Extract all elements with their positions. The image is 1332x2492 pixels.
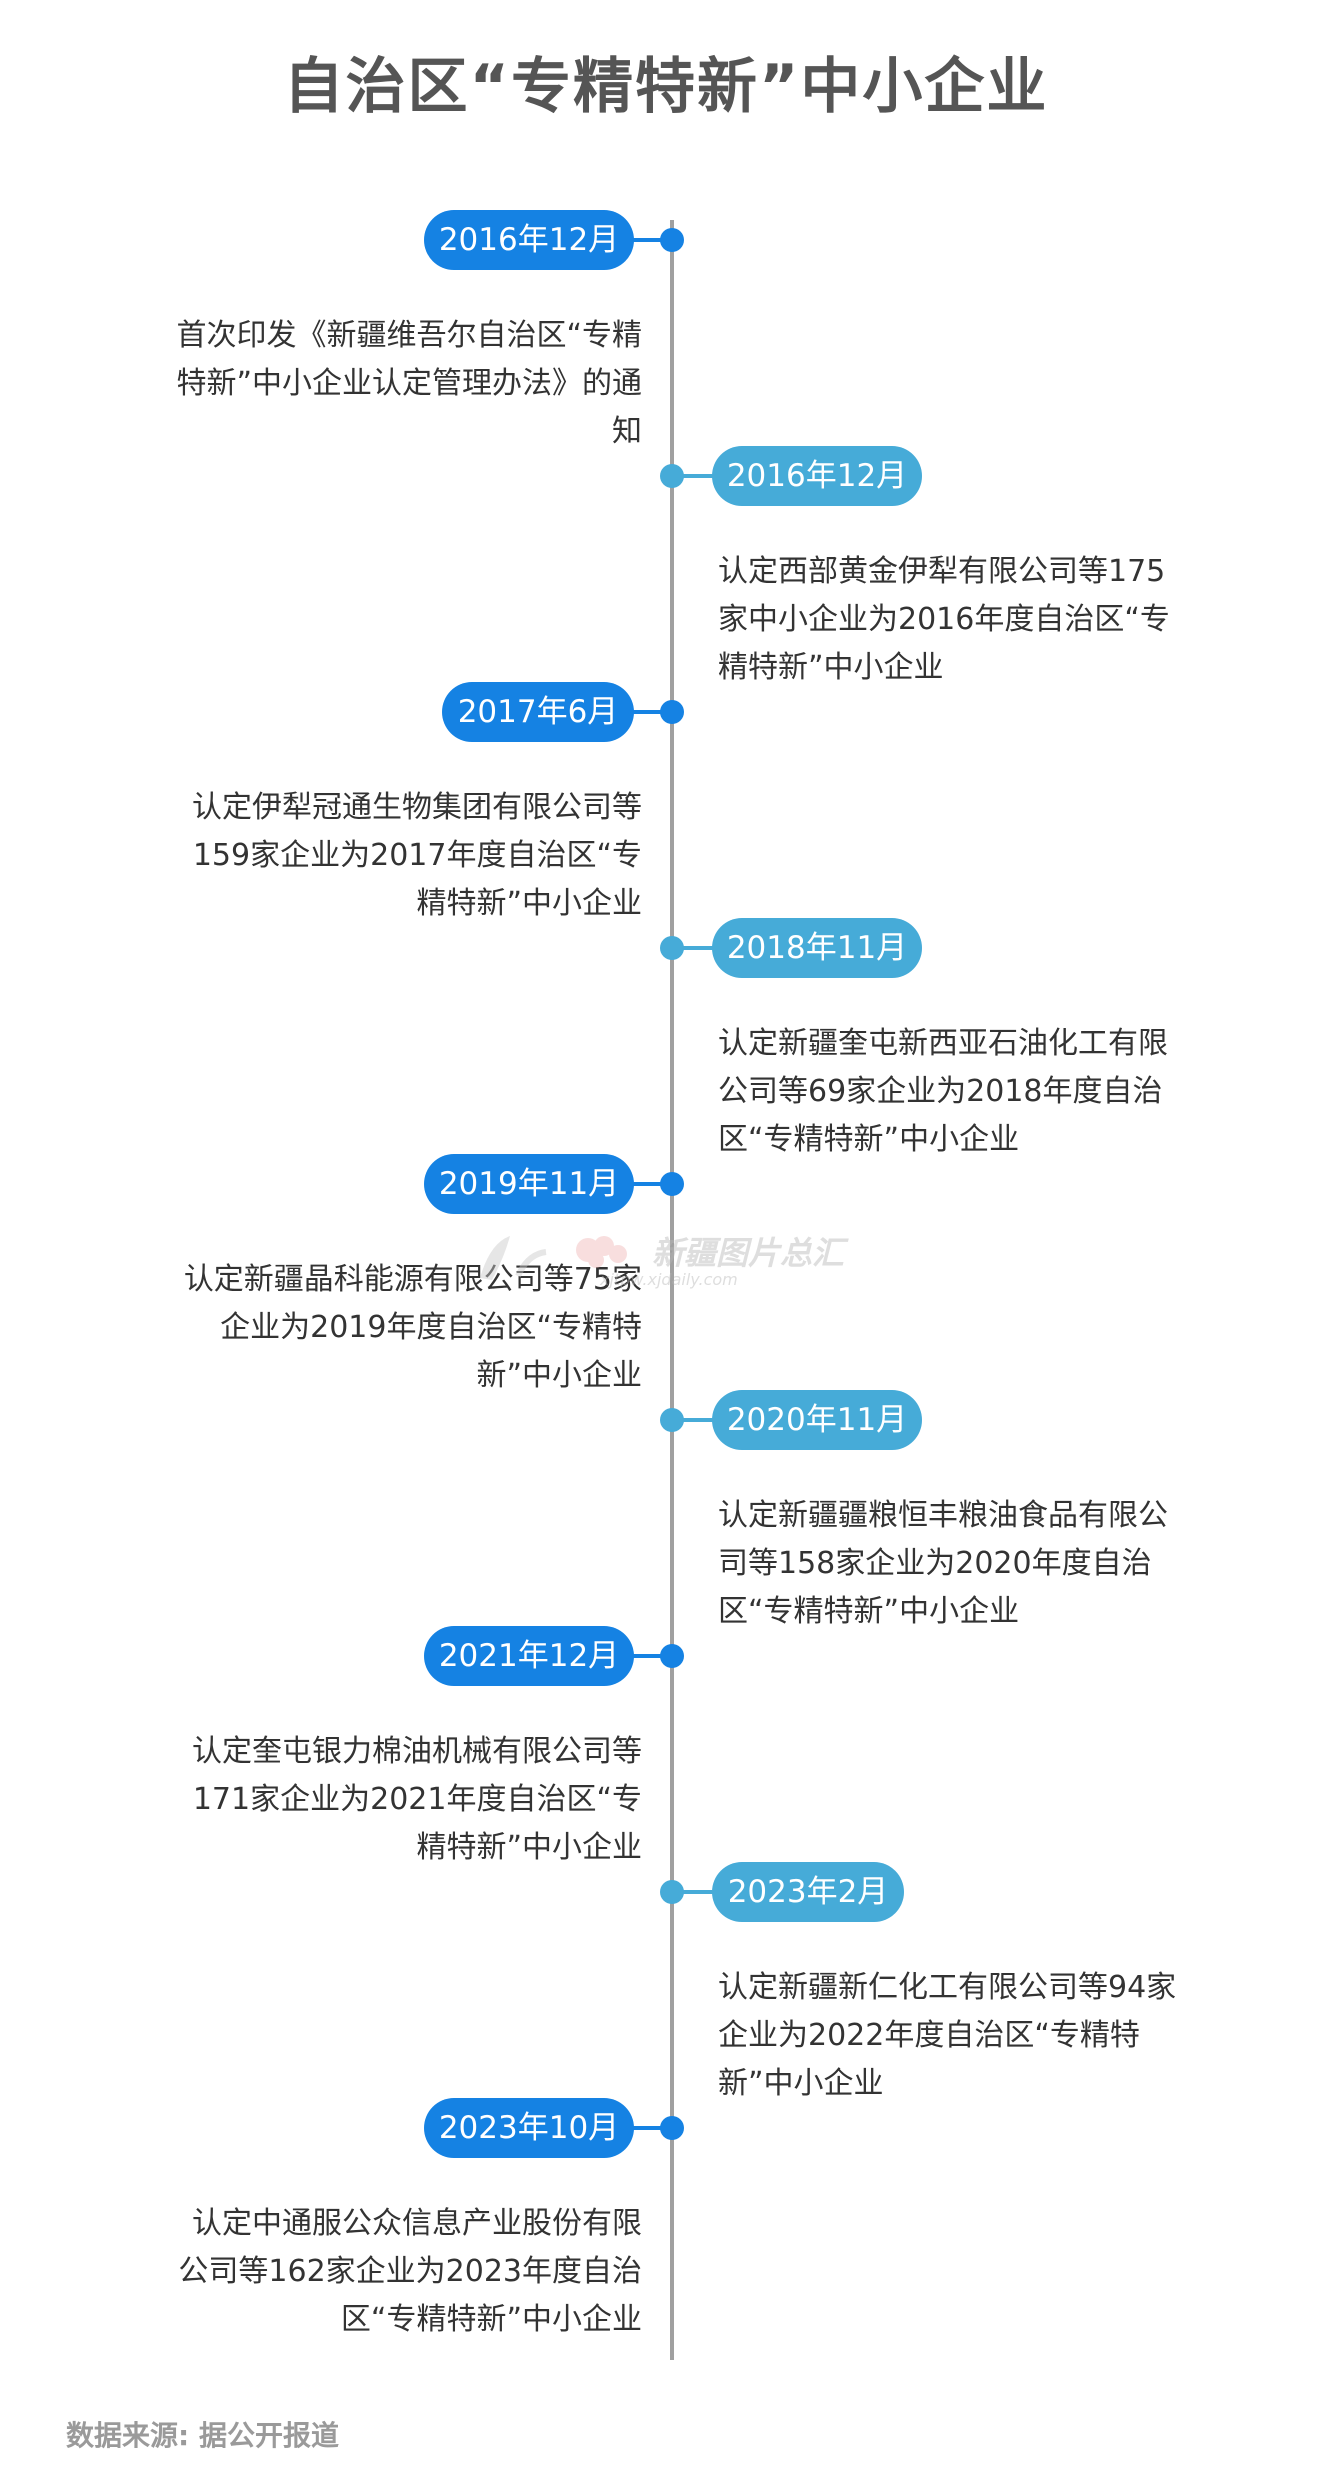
event-description: 认定新疆新仁化工有限公司等94家企业为2022年度自治区“专精特新”中小企业 xyxy=(718,1970,1177,2101)
event-connector xyxy=(630,238,672,242)
event-date-badge: 2016年12月 xyxy=(712,446,922,506)
event-dot xyxy=(660,1644,684,1668)
event-dot xyxy=(660,2116,684,2140)
event-description: 认定新疆疆粮恒丰粮油食品有限公司等158家企业为2020年度自治区“专精特新”中… xyxy=(718,1498,1168,1629)
event-connector xyxy=(672,474,714,478)
event-date-badge: 2020年11月 xyxy=(712,1390,922,1450)
event-connector xyxy=(672,1890,714,1894)
event-dot xyxy=(660,464,684,488)
event-connector xyxy=(630,1182,672,1186)
event-description: 认定新疆奎屯新西亚石油化工有限公司等69家企业为2018年度自治区“专精特新”中… xyxy=(718,1026,1168,1157)
event-date-badge: 2016年12月 xyxy=(424,210,634,270)
event-date-badge: 2019年11月 xyxy=(424,1154,634,1214)
event-date-badge: 2023年2月 xyxy=(712,1862,904,1922)
event-connector xyxy=(672,946,714,950)
event-connector xyxy=(630,2126,672,2130)
event-connector xyxy=(672,1418,714,1422)
event-dot xyxy=(660,1172,684,1196)
timeline-axis xyxy=(670,220,674,2360)
event-dot xyxy=(660,1880,684,1904)
event-date-badge: 2017年6月 xyxy=(442,682,634,742)
source-note: 数据来源: 据公开报道 xyxy=(66,2419,339,2452)
event-dot xyxy=(660,1408,684,1432)
event-description: 首次印发《新疆维吾尔自治区“专精特新”中小企业认定管理办法》的通知 xyxy=(176,318,642,449)
event-description: 认定新疆晶科能源有限公司等75家企业为2019年度自治区“专精特新”中小企业 xyxy=(183,1262,642,1393)
event-description: 认定西部黄金伊犁有限公司等175家中小企业为2016年度自治区“专精特新”中小企… xyxy=(718,554,1170,685)
event-date-badge: 2023年10月 xyxy=(424,2098,634,2158)
event-dot xyxy=(660,228,684,252)
event-description: 认定伊犁冠通生物集团有限公司等159家企业为2017年度自治区“专精特新”中小企… xyxy=(192,790,642,921)
watermark-name: 新疆图片总汇 xyxy=(652,1234,845,1272)
page-title: 自治区“专精特新”中小企业 xyxy=(283,52,1049,122)
event-description: 认定奎屯银力棉油机械有限公司等171家企业为2021年度自治区“专精特新”中小企… xyxy=(192,1734,642,1865)
event-description: 认定中通服公众信息产业股份有限公司等162家企业为2023年度自治区“专精特新”… xyxy=(178,2206,642,2337)
event-connector xyxy=(630,710,672,714)
event-dot xyxy=(660,700,684,724)
event-dot xyxy=(660,936,684,960)
event-connector xyxy=(630,1654,672,1658)
event-date-badge: 2018年11月 xyxy=(712,918,922,978)
event-date-badge: 2021年12月 xyxy=(424,1626,634,1686)
